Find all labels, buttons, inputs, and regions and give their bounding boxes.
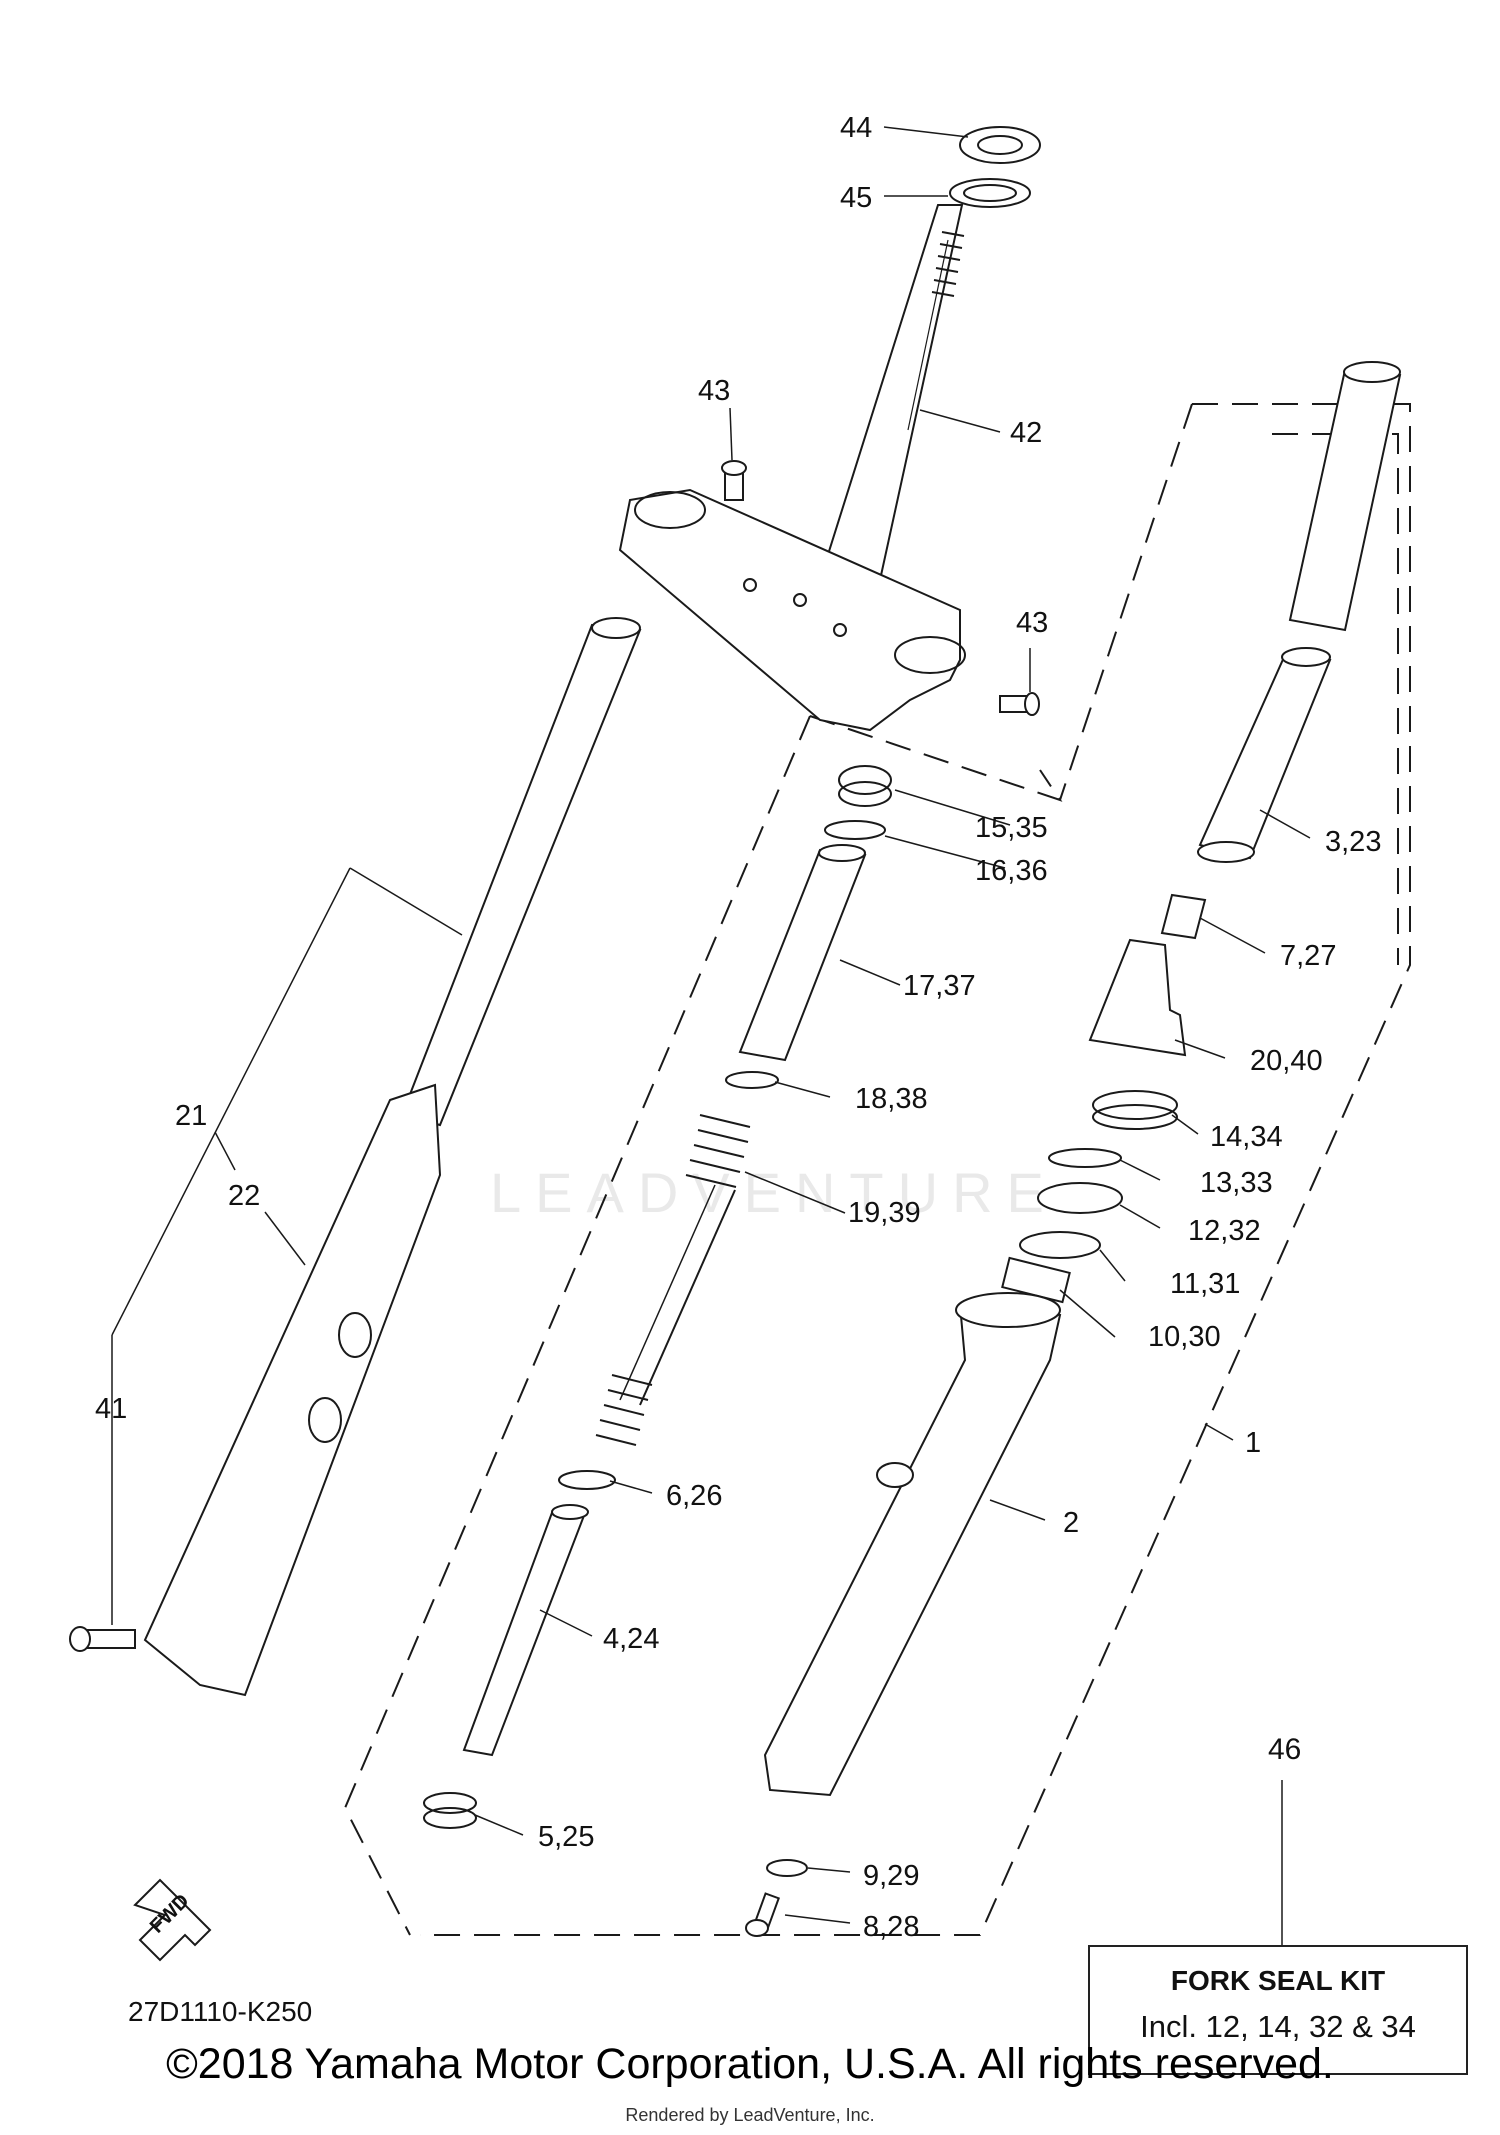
callout-4-24: 4,24: [603, 1623, 659, 1655]
diagram-code: 27D1110-K250: [128, 1996, 313, 2027]
kit-description: Incl. 12, 14, 32 & 34: [1140, 2009, 1416, 2044]
o-ring: [824, 820, 886, 840]
callout-17-37: 17,37: [903, 970, 976, 1002]
washer: [949, 178, 1031, 208]
callout-19-39: 19,39: [848, 1197, 921, 1229]
lower-bracket: [618, 488, 961, 732]
callout-14-34: 14,34: [1210, 1121, 1283, 1153]
left-axle-bolt: [69, 1626, 136, 1652]
fork-seal-kit-box: FORK SEAL KIT Incl. 12, 14, 32 & 34: [1088, 1945, 1468, 2075]
callout-16-36: 16,36: [975, 855, 1048, 887]
callout-43-right: 43: [1016, 607, 1048, 639]
slide-bushing: [1160, 893, 1207, 940]
inner-assembly-boundary-left: [343, 715, 811, 1936]
leader-lines: [111, 126, 1311, 1945]
callout-8-28: 8,28: [863, 1911, 919, 1943]
callout-42: 42: [1010, 417, 1042, 449]
callout-1: 1: [1245, 1427, 1261, 1459]
callout-44: 44: [840, 112, 872, 144]
bolt-upper: [721, 460, 747, 501]
oil-lock-piece: [423, 1792, 477, 1829]
fork-spring-lower: [595, 1374, 653, 1446]
assembly-boundary-inner: [1272, 433, 1399, 965]
callout-12-32: 12,32: [1188, 1215, 1261, 1247]
piston-ring: [558, 1470, 616, 1490]
callout-21: 21: [175, 1100, 207, 1132]
steering-stem: [818, 204, 965, 581]
callout-10-30: 10,30: [1148, 1321, 1221, 1353]
spring-seat: [725, 1071, 779, 1089]
callout-7-27: 7,27: [1280, 940, 1336, 972]
callout-45: 45: [840, 182, 872, 214]
cap-bolt: [838, 765, 892, 807]
callout-15-35: 15,35: [975, 812, 1048, 844]
callout-9-29: 9,29: [863, 1860, 919, 1892]
fork-spring-upper: [685, 1114, 751, 1188]
rendered-by-credit: Rendered by LeadVenture, Inc.: [625, 2105, 875, 2125]
callout-18-38: 18,38: [855, 1083, 928, 1115]
left-outer-tube: [143, 1083, 442, 1697]
callout-20-40: 20,40: [1250, 1045, 1323, 1077]
left-inner-tube: [400, 623, 642, 1127]
callout-6-26: 6,26: [666, 1480, 722, 1512]
fwd-arrow: [133, 1878, 212, 1962]
copyright-notice: ©2018 Yamaha Motor Corporation, U.S.A. A…: [166, 2040, 1334, 2088]
kit-title: FORK SEAL KIT: [1170, 1965, 1386, 1996]
right-outer-tube: [763, 1303, 1062, 1797]
right-inner-tube-top: [1288, 368, 1402, 632]
spacer-tube: [738, 848, 867, 1062]
callout-2: 2: [1063, 1507, 1079, 1539]
callout-13-33: 13,33: [1200, 1167, 1273, 1199]
fork-guide: [1088, 938, 1187, 1057]
right-inner-tube-bottom: [1198, 653, 1332, 860]
callout-5-25: 5,25: [538, 1821, 594, 1853]
assembly-boundary-link: [1059, 403, 1193, 801]
damper-bolt: [745, 1892, 780, 1937]
callout-3-23: 3,23: [1325, 826, 1381, 858]
damper-rod: [462, 1508, 587, 1757]
oil-seal: [1037, 1182, 1123, 1214]
callout-22: 22: [228, 1180, 260, 1212]
callout-43-upper: 43: [698, 375, 730, 407]
bolt-right: [999, 692, 1040, 716]
ring-nut: [959, 126, 1041, 164]
callout-41: 41: [95, 1393, 127, 1425]
gasket: [766, 1859, 808, 1877]
clip: [1048, 1148, 1122, 1168]
kit-callout-number: 46: [1268, 1733, 1302, 1766]
callout-11-31: 11,31: [1170, 1268, 1240, 1300]
washer-11: [1019, 1231, 1101, 1259]
watermark-text: LEADVENTURE: [490, 1161, 1058, 1224]
